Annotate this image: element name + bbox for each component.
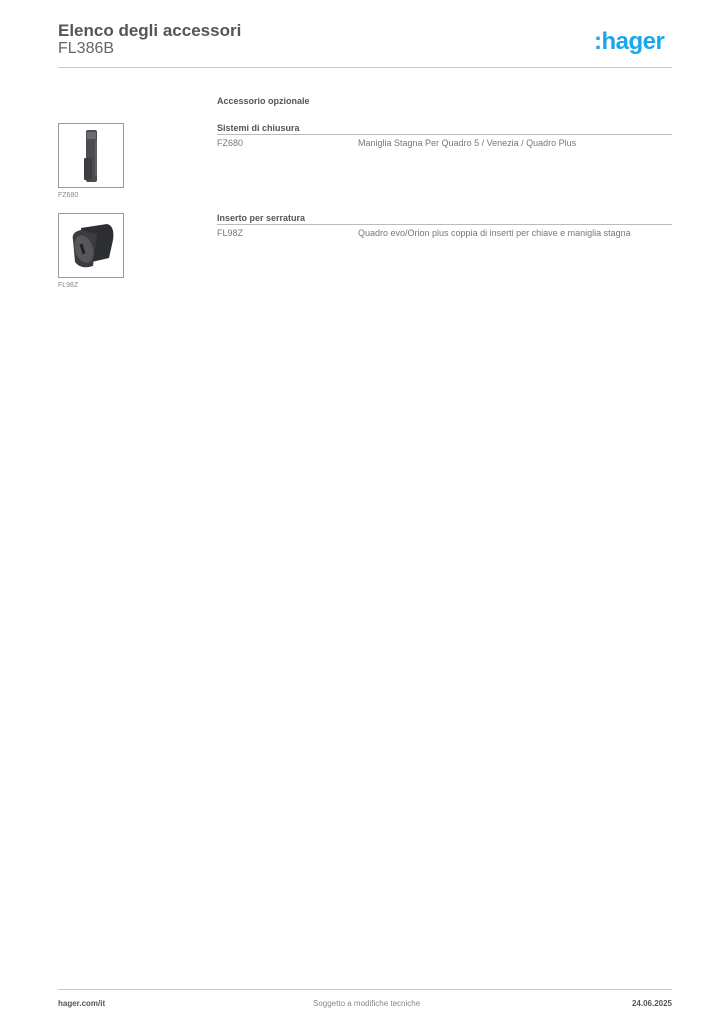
footer-website-link[interactable]: hager.com/it — [58, 999, 106, 1008]
accessory-code: FL98Z — [217, 228, 244, 238]
page-title: Elenco degli accessori — [58, 21, 242, 40]
footer-notice: Soggetto a modifiche tecniche — [313, 999, 421, 1008]
footer-date: 24.06.2025 — [631, 999, 672, 1008]
group-divider — [217, 134, 672, 135]
handle-icon — [84, 129, 97, 182]
group-title: Inserto per serratura — [217, 213, 306, 223]
image-caption: FZ680 — [58, 192, 79, 199]
accessory-code: FZ680 — [217, 138, 244, 148]
header-divider — [58, 67, 672, 68]
footer-divider — [58, 989, 672, 990]
image-caption: FL98Z — [58, 282, 79, 289]
hager-logo: :hager — [594, 28, 665, 55]
group-divider — [217, 224, 672, 225]
lock-insert-image — [58, 213, 124, 278]
accessory-description: Quadro evo/Orion plus coppia di inserti … — [358, 228, 631, 238]
section-title: Accessorio opzionale — [217, 96, 310, 106]
handle-image — [58, 123, 124, 188]
accessory-description: Maniglia Stagna Per Quadro 5 / Venezia /… — [358, 138, 577, 148]
product-code: FL386B — [58, 40, 115, 57]
group-title: Sistemi di chiusura — [217, 123, 300, 133]
lock-insert-icon — [72, 223, 114, 267]
